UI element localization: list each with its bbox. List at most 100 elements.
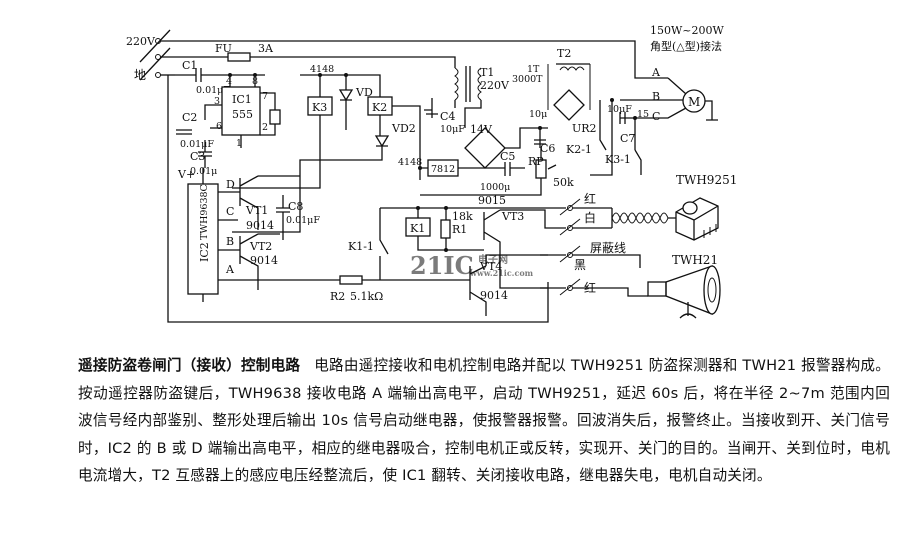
label-c3: C3 — [190, 150, 205, 163]
label-fu-rating: 3A — [258, 42, 274, 55]
sensor-twh9251-icon — [675, 197, 719, 241]
label-vt2-type: 9014 — [250, 254, 278, 267]
label-twh9251: TWH9251 — [676, 173, 737, 187]
caption-title: 遥接防盗卷闸门（接收）控制电路 — [78, 357, 301, 374]
label-c6-val: 10μ — [529, 109, 547, 120]
transistor-vt2 — [239, 233, 259, 290]
label-ic1-type: 555 — [232, 108, 253, 121]
receiver-section: V+ IC2 TWH9638C D C B A VT1 9014 VT2 901… — [177, 168, 470, 303]
wire-ic1-pin3 — [204, 104, 222, 120]
wire-frame-bottom — [167, 75, 549, 323]
label-ground: 地 — [134, 68, 146, 82]
junction — [344, 73, 348, 77]
label-c5: C5 — [500, 150, 515, 163]
label-k3-1: K3-1 — [605, 153, 631, 166]
siren-mouth-inner — [707, 277, 717, 303]
junction — [418, 166, 422, 170]
label-black: 黑 — [574, 258, 586, 272]
diode-vd2 — [374, 135, 390, 148]
wire-t1-sec — [454, 100, 482, 128]
label-vt3-type: 9015 — [478, 194, 506, 207]
wire-vd2-out — [232, 146, 383, 233]
label-c8: C8 — [288, 200, 303, 213]
resistor-r1 — [440, 219, 451, 239]
junction — [633, 116, 637, 120]
figure-caption: 遥接防盗卷闸门（接收）控制电路电路由遥控接收和电机控制电路并配以 TWH9251… — [78, 352, 890, 490]
transformer-t1-secondary — [477, 67, 482, 101]
terminal-marks — [559, 198, 581, 296]
junction — [253, 73, 257, 77]
label-ic1: IC1 — [232, 93, 252, 106]
bridge-ur2 — [553, 89, 585, 121]
timer-section: C1 0.01μF IC1 555 4 8 7 3 2 6 1 C2 0.01μ… — [175, 59, 281, 177]
watermark: 21IC 电子网 www.21ic.com — [410, 251, 534, 280]
label-7812: 7812 — [431, 164, 455, 175]
wire-c7 — [611, 100, 636, 150]
transistor-vt3 — [483, 209, 501, 258]
label-ic2: IC2 — [198, 242, 211, 262]
label-vt1-type: 9014 — [246, 219, 274, 232]
label-pin15: 15 — [637, 109, 649, 120]
label-c1-val: 0.01μF — [196, 85, 230, 96]
label-c7: C7 — [620, 132, 635, 145]
label-connection: 角型(△型)接法 — [650, 39, 722, 53]
label-vplus: V+ — [177, 168, 195, 181]
label-c4: C4 — [440, 110, 455, 123]
wire-t2 — [547, 64, 591, 110]
wire-ic2-outputs — [218, 191, 340, 281]
relay-section: 4148 K3 VD K2 VD2 4148 — [232, 64, 422, 233]
transistor-vt1 — [239, 175, 259, 230]
label-red1: 红 — [584, 191, 596, 206]
label-t2: T2 — [557, 47, 571, 60]
label-t1-val: 220V — [480, 79, 510, 92]
label-shield: 屏蔽线 — [590, 241, 626, 255]
label-pin-a: A — [225, 263, 235, 276]
label-k2-1: K2-1 — [566, 143, 592, 156]
label-phase-c: C — [652, 110, 660, 123]
capacitor-c7 — [619, 112, 626, 124]
label-fu: FU — [215, 42, 232, 55]
resistor-r2 — [339, 275, 363, 285]
label-4148a: 4148 — [310, 64, 334, 75]
wire-k2-right — [392, 105, 421, 180]
diode-vd — [338, 89, 354, 102]
circuit-schematic: 220V 地 FU 3A C1 0.01μF IC1 555 4 8 7 3 2… — [126, 24, 737, 323]
sensor-lens — [682, 201, 698, 215]
wire-vt3 — [470, 209, 566, 251]
label-vt3: VT3 — [501, 210, 524, 223]
label-rp-val: 50k — [553, 176, 574, 189]
label-k1-1: K1-1 — [348, 240, 374, 253]
label-t1: T1 — [480, 66, 494, 79]
wire-bridge-out — [505, 127, 548, 149]
capacitor-c8 — [276, 195, 290, 240]
label-t2-turns: 3000T — [512, 74, 543, 85]
label-ur2: UR2 — [572, 122, 597, 135]
label-t2-primary: 1T — [527, 64, 540, 75]
label-c4-val: 10μF — [440, 124, 465, 135]
label-r2: R2 — [330, 290, 345, 303]
label-vt1: VT1 — [245, 204, 268, 217]
siren-driver — [647, 281, 667, 297]
label-pin4: 4 — [226, 76, 232, 87]
label-bridge-v: 14V — [470, 123, 493, 136]
junction — [318, 73, 322, 77]
wire-live-top — [160, 40, 668, 79]
terminal-red1 — [567, 205, 573, 211]
junction — [228, 73, 232, 77]
sensor-body — [675, 197, 719, 241]
wire-ic1-pin2 — [260, 124, 276, 136]
label-pin6: 6 — [216, 121, 222, 132]
label-motor: M — [688, 95, 700, 109]
terminal-red2 — [567, 285, 573, 291]
capacitor-c5 — [504, 162, 525, 176]
siren-twh21-icon — [647, 265, 721, 319]
label-vt4-type: 9014 — [480, 289, 508, 302]
watermark-brand: 21IC — [410, 251, 474, 280]
wire-cable-ends — [611, 208, 676, 228]
wire-motor — [620, 77, 718, 121]
label-vd: VD — [355, 86, 373, 99]
junction-dots — [228, 73, 637, 252]
label-c2: C2 — [182, 111, 197, 124]
wire-rp — [420, 148, 542, 196]
mains-input: 220V 地 FU 3A — [126, 29, 668, 323]
